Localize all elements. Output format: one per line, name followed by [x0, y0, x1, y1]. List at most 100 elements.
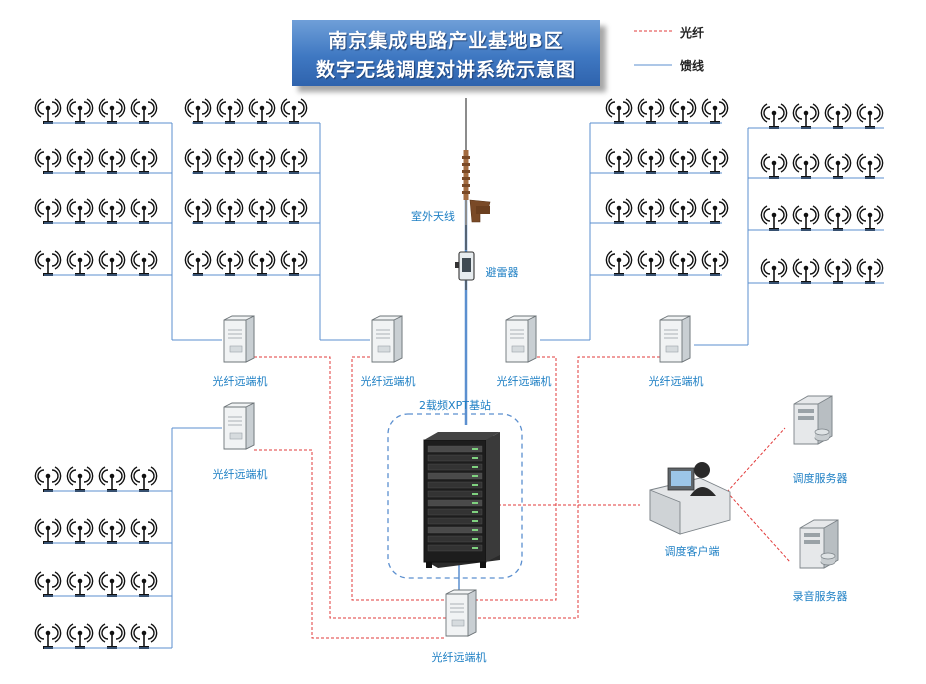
indoor-antenna-icon	[280, 250, 308, 276]
indoor-antenna-icon	[98, 623, 126, 649]
indoor-antenna-icon	[216, 250, 244, 276]
indoor-antenna-icon	[760, 258, 788, 284]
fiber-remote-unit-icon	[371, 315, 403, 363]
remote-unit-label: 光纤远端机	[648, 375, 704, 388]
indoor-antenna-icon	[66, 250, 94, 276]
indoor-antenna-icon	[34, 198, 62, 224]
indoor-antenna-icon	[792, 258, 820, 284]
indoor-antenna-icon	[34, 466, 62, 492]
indoor-antenna-icon	[184, 198, 212, 224]
fiber-link	[726, 491, 791, 563]
indoor-antenna-icon	[216, 148, 244, 174]
fiber-link	[726, 427, 786, 493]
indoor-antenna-icon	[637, 250, 665, 276]
indoor-antenna-icon	[184, 98, 212, 124]
indoor-antenna-icon	[760, 153, 788, 179]
indoor-antenna-icon	[216, 198, 244, 224]
indoor-antenna-icon	[98, 250, 126, 276]
indoor-antenna-icon	[280, 198, 308, 224]
fiber-remote-unit-icon	[505, 315, 537, 363]
indoor-antenna-icon	[66, 518, 94, 544]
indoor-antenna-icon	[34, 623, 62, 649]
title-banner: 南京集成电路产业基地B区 数字无线调度对讲系统示意图	[292, 20, 600, 86]
indoor-antenna-icon	[66, 571, 94, 597]
indoor-antenna-icon	[130, 148, 158, 174]
indoor-antenna-icon	[792, 153, 820, 179]
remote-unit-label: 光纤远端机	[496, 375, 552, 388]
fiber-remote-unit-icon	[445, 589, 477, 637]
server-tower-icon	[793, 395, 833, 445]
fiber-link	[472, 356, 557, 601]
indoor-antenna-icon	[98, 98, 126, 124]
legend-fiber-label: 光纤	[680, 26, 705, 40]
server-tower-icon	[799, 519, 839, 569]
fiber-link	[254, 449, 446, 639]
indoor-antenna-icon	[637, 98, 665, 124]
indoor-antenna-icon	[701, 250, 729, 276]
server-rack-icon	[423, 432, 500, 568]
remote-unit-label: 光纤远端机	[212, 375, 268, 388]
indoor-antenna-icon	[637, 198, 665, 224]
indoor-antenna-icon	[216, 98, 244, 124]
indoor-antenna-icon	[130, 98, 158, 124]
indoor-antenna-icon	[760, 103, 788, 129]
indoor-antenna-icon	[98, 518, 126, 544]
indoor-antenna-icon	[701, 148, 729, 174]
recording-server-label: 录音服务器	[792, 590, 848, 603]
indoor-antenna-icon	[605, 98, 633, 124]
indoor-antenna-icon	[824, 205, 852, 231]
surge-arrester-label: 避雷器	[485, 266, 519, 279]
dispatch-client-label: 调度客户端	[664, 545, 720, 558]
remote-unit-label: 光纤远端机	[360, 375, 416, 388]
indoor-antenna-icon	[248, 148, 276, 174]
indoor-antenna-icon	[669, 98, 697, 124]
fiber-remote-unit-icon	[659, 315, 691, 363]
indoor-antenna-icon	[605, 250, 633, 276]
base-station-boundary	[387, 413, 523, 579]
indoor-antenna-icon	[34, 250, 62, 276]
fiber-link	[472, 356, 660, 619]
indoor-antenna-icon	[605, 148, 633, 174]
indoor-antenna-icon	[248, 98, 276, 124]
indoor-antenna-icon	[280, 98, 308, 124]
indoor-antenna-icon	[669, 198, 697, 224]
indoor-antenna-icon	[824, 103, 852, 129]
indoor-antenna-icon	[130, 198, 158, 224]
indoor-antenna-icon	[130, 571, 158, 597]
dispatch-server-label: 调度服务器	[792, 472, 848, 485]
indoor-antenna-icon	[66, 198, 94, 224]
indoor-antenna-icon	[130, 250, 158, 276]
legend-cable-label: 馈线	[680, 59, 705, 73]
indoor-antenna-icon	[792, 205, 820, 231]
surge-arrester-icon	[455, 225, 475, 290]
fiber-link	[351, 356, 446, 601]
operator-workstation-icon	[649, 462, 731, 535]
indoor-antenna-icon	[669, 148, 697, 174]
indoor-antenna-icon	[856, 258, 884, 284]
indoor-antenna-icon	[98, 148, 126, 174]
title-line-2: 数字无线调度对讲系统示意图	[315, 59, 576, 81]
indoor-antenna-icon	[669, 250, 697, 276]
indoor-antenna-icon	[184, 250, 212, 276]
indoor-antenna-icon	[130, 518, 158, 544]
indoor-antenna-icon	[824, 258, 852, 284]
indoor-antenna-icon	[248, 250, 276, 276]
indoor-antenna-icon	[34, 98, 62, 124]
indoor-antenna-icon	[66, 148, 94, 174]
indoor-antenna-icon	[701, 98, 729, 124]
outdoor-antenna-icon	[462, 98, 491, 225]
indoor-antenna-icon	[130, 623, 158, 649]
indoor-antenna-icon	[66, 623, 94, 649]
fiber-remote-unit-icon	[223, 315, 255, 363]
base-station-label: 2载频XPT基站	[419, 399, 491, 412]
indoor-antenna-icon	[760, 205, 788, 231]
indoor-antenna-icon	[701, 198, 729, 224]
indoor-antenna-icon	[637, 148, 665, 174]
indoor-antenna-icon	[856, 205, 884, 231]
indoor-antenna-icon	[856, 103, 884, 129]
indoor-antenna-icon	[605, 198, 633, 224]
indoor-antenna-icon	[34, 518, 62, 544]
indoor-antenna-icon	[98, 198, 126, 224]
remote-unit-label: 光纤远端机	[212, 468, 268, 481]
